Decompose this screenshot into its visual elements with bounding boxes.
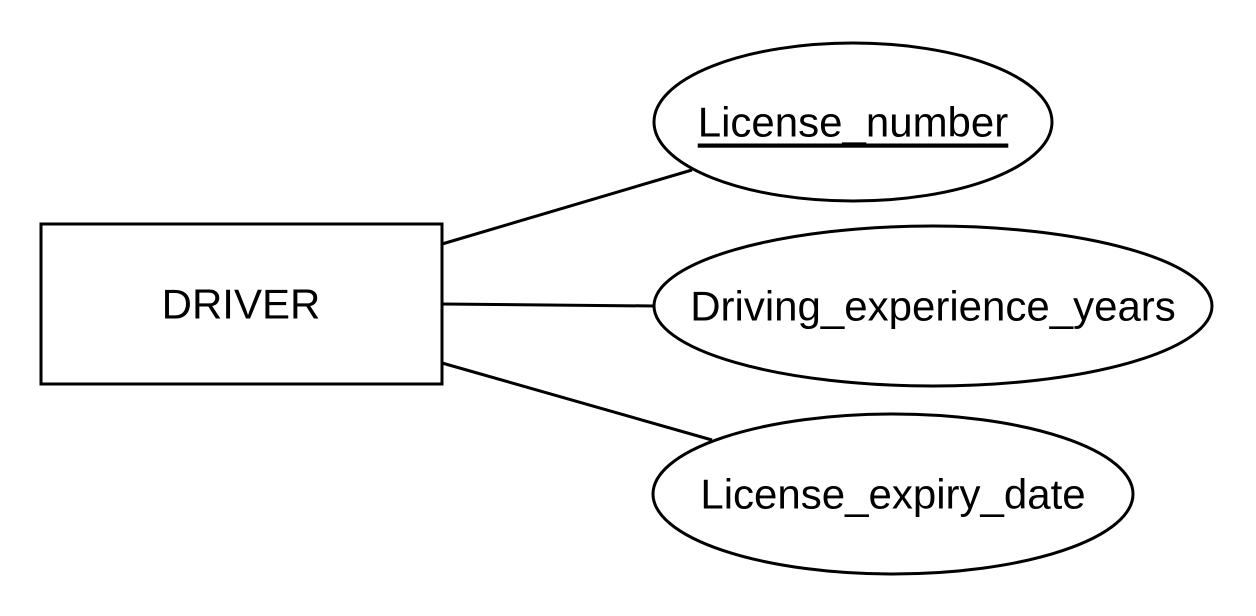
attribute-ellipse	[651, 412, 1135, 576]
entity-driver[interactable]: DRIVER	[39, 222, 444, 386]
attribute-ellipse	[652, 41, 1054, 203]
connector-driving-experience-years	[441, 302, 656, 308]
attribute-label: Driving_experience_years	[690, 283, 1176, 330]
entity-box	[39, 222, 444, 386]
connector-license-expiry-date	[441, 361, 713, 442]
attribute-label: License_expiry_date	[700, 471, 1085, 518]
connector-license-number	[441, 168, 693, 246]
attribute-key-label: License_number	[698, 99, 1009, 146]
attribute-license-expiry-date[interactable]: License_expiry_date	[651, 412, 1135, 576]
entity-label: DRIVER	[162, 281, 321, 328]
attribute-ellipse	[652, 224, 1214, 388]
attribute-license-number[interactable]: License_number	[652, 41, 1054, 203]
attribute-driving-experience-years[interactable]: Driving_experience_years	[652, 224, 1214, 388]
